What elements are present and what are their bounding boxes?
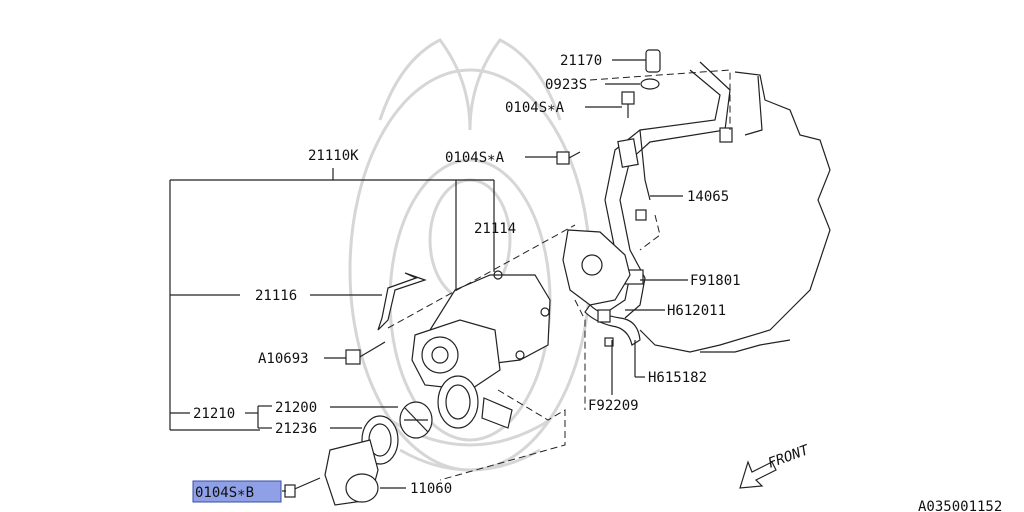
label-14065[interactable]: 14065 — [687, 189, 729, 205]
thermostat-cover-11060 — [324, 439, 379, 506]
cap-21170 — [645, 49, 661, 73]
label-0104s-a-top[interactable]: 0104S∗A — [505, 100, 565, 116]
label-21116[interactable]: 21116 — [255, 288, 297, 304]
guide-pipe — [639, 214, 661, 251]
label-21170[interactable]: 21170 — [560, 53, 602, 69]
label-21200[interactable]: 21200 — [275, 400, 317, 416]
front-arrow-icon: FRONT — [739, 442, 813, 489]
engine-block-lower — [700, 339, 791, 353]
label-21110k[interactable]: 21110K — [308, 148, 359, 164]
gasket-21114 — [562, 229, 631, 306]
guide-top — [589, 69, 731, 130]
water-pipe-14065 — [604, 61, 733, 319]
engine-block-edge — [744, 75, 763, 136]
label-f91801[interactable]: F91801 — [690, 273, 741, 289]
label-front: FRONT — [766, 442, 813, 472]
leader-lines — [245, 59, 688, 492]
selected-part-highlight — [192, 480, 282, 503]
label-h615182[interactable]: H615182 — [648, 370, 707, 386]
engine-block-outline — [639, 71, 831, 353]
bolt-0104s-a-top — [621, 91, 635, 118]
label-21236[interactable]: 21236 — [275, 421, 317, 437]
bracket-21116 — [377, 272, 427, 331]
bolt-0104s-b — [284, 477, 321, 498]
label-a10693[interactable]: A10693 — [258, 351, 309, 367]
label-f92209[interactable]: F92209 — [588, 398, 639, 414]
guide-pump-top — [387, 224, 576, 329]
outlet-fitting — [437, 375, 513, 429]
hose-h612011 — [584, 304, 641, 347]
bolt-0104s-a-mid — [556, 151, 581, 165]
bolt-pipe-clamp — [635, 209, 647, 221]
label-11060[interactable]: 11060 — [410, 481, 452, 497]
group-bracket-21110k — [169, 168, 495, 431]
label-21210[interactable]: 21210 — [193, 406, 235, 422]
label-0104s-b[interactable]: 0104S∗B — [195, 485, 254, 501]
guide-pump-bottom — [439, 389, 566, 481]
guide-right — [574, 299, 586, 410]
clip-0923s — [640, 78, 660, 90]
water-pump-21114 — [411, 270, 551, 391]
diagram-code: A035001152 — [918, 499, 1002, 512]
bolt-a10693 — [345, 341, 386, 365]
label-0104s-a-mid[interactable]: 0104S∗A — [445, 150, 505, 166]
label-h612011[interactable]: H612011 — [667, 303, 726, 319]
label-0923s[interactable]: 0923S — [545, 77, 587, 93]
label-21114[interactable]: 21114 — [474, 221, 516, 237]
thermostat-21200 — [399, 401, 433, 439]
